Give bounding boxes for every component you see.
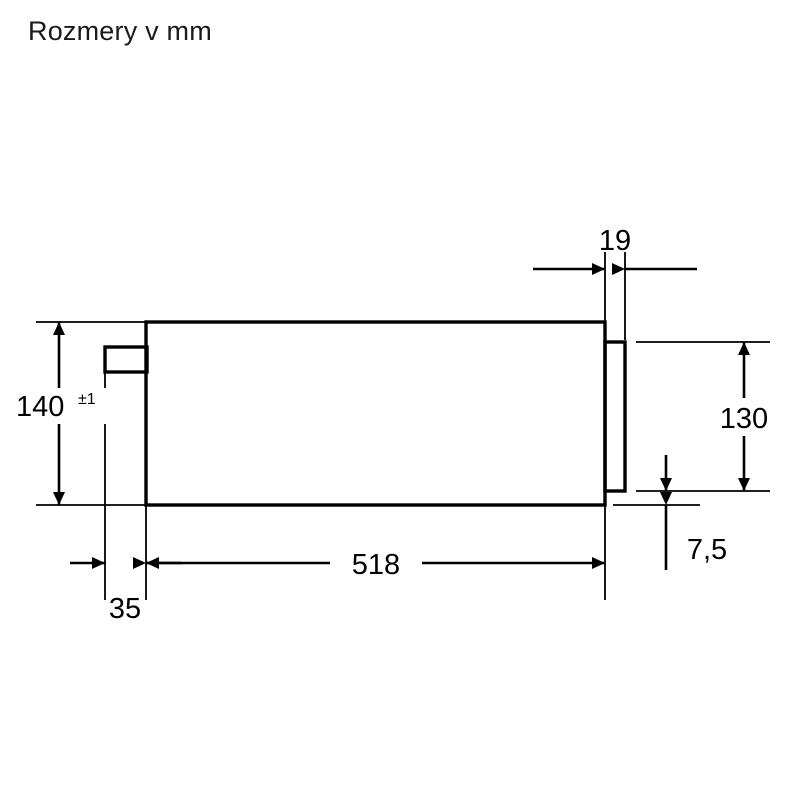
dim-text-35: 35 <box>109 593 141 625</box>
dim-text-75: 7,5 <box>687 534 727 566</box>
dimension-bottom-offset: 7,5 <box>660 455 727 570</box>
front-panel-rectangle <box>603 340 627 493</box>
dim-label-bg-130 <box>692 398 796 436</box>
body-rectangle <box>144 320 607 507</box>
dimension-panel-thickness: 19 <box>533 225 697 275</box>
dim-text-19: 19 <box>599 225 631 257</box>
left-tab-rectangle <box>103 345 149 374</box>
dim-text-140-tolerance: ±1 <box>78 391 96 408</box>
dimension-offset-left: 35 <box>70 557 182 625</box>
dim-text-518: 518 <box>352 549 400 581</box>
dim-label-bg-518 <box>330 544 422 582</box>
dimension-depth-niche: 518 <box>146 544 605 582</box>
appliance-outline <box>103 320 627 507</box>
dim-text-130: 130 <box>720 403 768 435</box>
dim-text-140: 140 <box>16 391 64 423</box>
dimension-front-height: 130 <box>692 342 796 491</box>
dim-label-bg-height-total <box>14 388 118 424</box>
page-title: Rozmery v mm <box>28 16 212 46</box>
dimension-height-total: 140 ±1 <box>14 322 118 505</box>
